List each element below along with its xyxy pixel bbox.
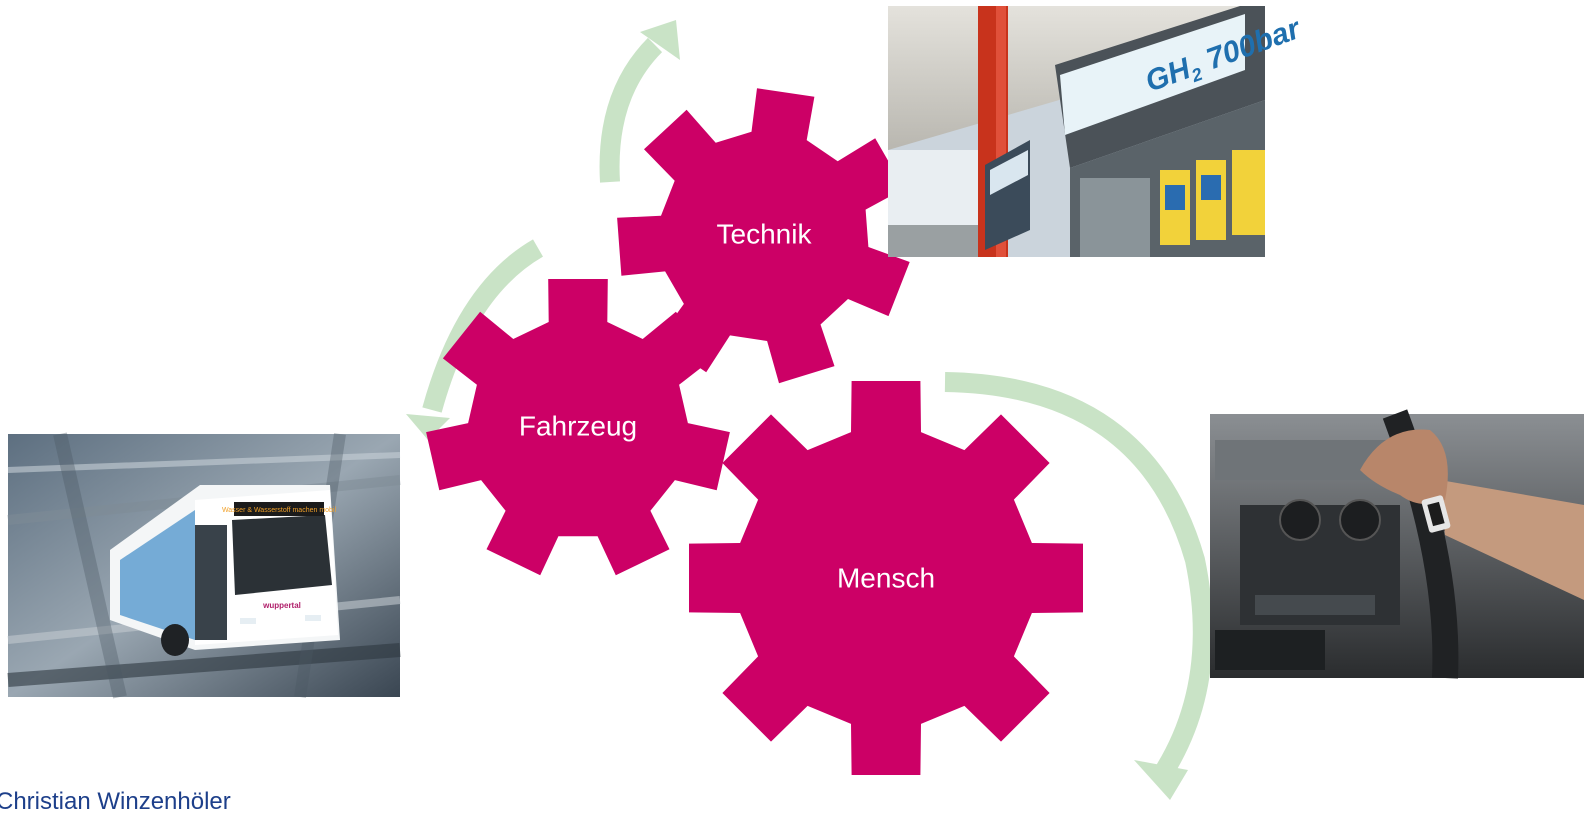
- gear-shape: [617, 88, 910, 384]
- gear-label-fahrzeug: Fahrzeug: [519, 410, 637, 441]
- photo-hydrogen-station: GH2700bar: [888, 6, 1307, 257]
- gear-icon: [689, 381, 1083, 775]
- gear-icon: [426, 279, 730, 576]
- photo-driver-steering-wheel: [1210, 409, 1584, 679]
- gear-icon: [617, 88, 910, 384]
- arrow-technik-up: [599, 20, 680, 183]
- bus-destination-sign: Wasser & Wasserstoff machen mobil: [222, 507, 337, 514]
- arrow-fahrzeug-left: [406, 239, 544, 440]
- bus-brand-text: wuppertal: [262, 601, 301, 610]
- photo-fuel-cell-bus: Wasser & Wasserstoff machen mobil wupper…: [7, 432, 401, 699]
- gear-label-mensch: Mensch: [837, 562, 935, 593]
- author-name: Christian Winzenhöler: [0, 788, 231, 815]
- arrow-mensch-down: [944, 372, 1213, 800]
- gear-shape: [689, 381, 1083, 775]
- gear-label-technik: Technik: [717, 218, 813, 249]
- gear-shape: [426, 279, 730, 576]
